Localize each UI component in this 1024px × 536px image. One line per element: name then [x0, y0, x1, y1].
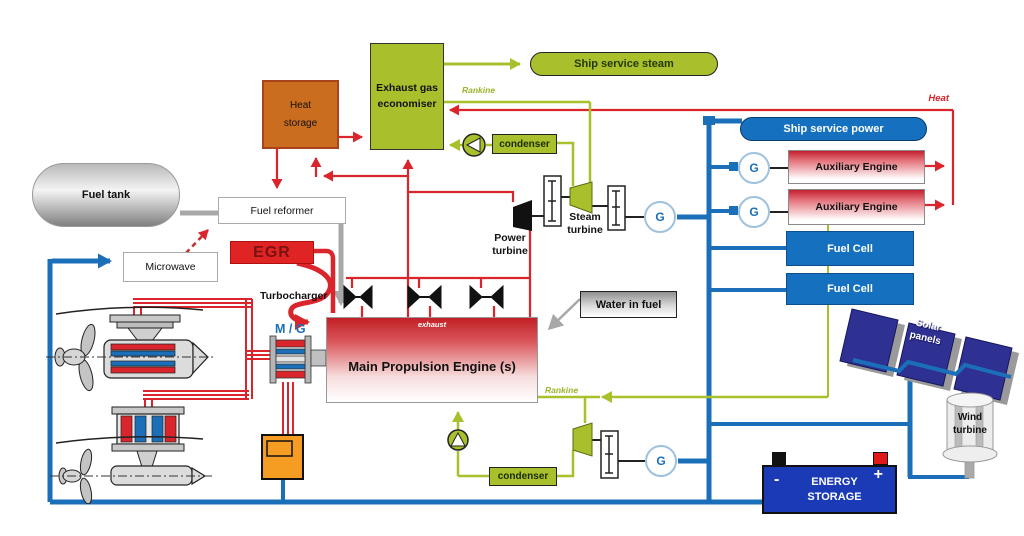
wind-turbine-icon [942, 392, 998, 479]
rankine-flow-label-bottom: Rankine [545, 385, 579, 395]
microwave: Microwave [123, 252, 218, 282]
auxiliary-engine-1: Auxiliary Engine [788, 150, 925, 184]
pump-icon-bottom [447, 429, 469, 451]
egr-unit: EGR [230, 241, 314, 264]
rankine-flow-label-top: Rankine [462, 85, 496, 95]
converter-icon [261, 434, 304, 480]
generator-aux-2: G [738, 196, 770, 228]
generator-aux-1: G [738, 152, 770, 184]
engine-title: Main Propulsion Engine (s) [348, 358, 516, 374]
fuel-cell-2: Fuel Cell [786, 273, 914, 305]
turbocharger-icons [343, 284, 504, 310]
fuel-lines [180, 210, 581, 331]
propulsion-pod-top [46, 306, 214, 392]
battery-terminal-negative [772, 452, 786, 465]
power-turbine-label: Power turbine [492, 232, 528, 257]
fuel-cell-1: Fuel Cell [786, 231, 914, 266]
bus-junction-caps [703, 116, 738, 215]
shaft-lines [532, 167, 788, 462]
wind-turbine-label: Wind turbine [953, 412, 987, 436]
motor-generator-label: M / G [275, 322, 306, 336]
steam-turbine-icon [569, 181, 593, 214]
propulsion-pod-bottom [50, 406, 214, 505]
battery-plus-sign: + [873, 466, 883, 483]
water-in-fuel: Water in fuel [580, 291, 677, 318]
pump-icon-top [462, 133, 486, 157]
generator-main: G [644, 201, 676, 233]
main-propulsion-engine: exhaust Main Propulsion Engine (s) [326, 317, 538, 403]
egr-pipes [288, 248, 336, 330]
fuel-reformer: Fuel reformer [218, 197, 346, 224]
solar-panels-icon [839, 308, 1019, 405]
turbocharger-label: Turbocharger [260, 290, 328, 302]
motor-generator-icon [269, 335, 327, 384]
ship-service-steam: Ship service steam [530, 52, 718, 76]
fuel-tank: Fuel tank [32, 163, 180, 227]
steam-turbine-label: Steam turbine [567, 211, 603, 236]
exhaust-gas-economiser: Exhaust gas economiser [370, 43, 444, 150]
generator-rankine: G [645, 445, 677, 477]
condenser-bottom: condenser [489, 467, 557, 486]
ship-service-power: Ship service power [740, 117, 927, 141]
gearbox-icons [543, 175, 626, 479]
heat-flow-label: Heat [928, 93, 949, 104]
battery-terminal-positive [873, 452, 888, 465]
blue-power-bus [47, 118, 969, 505]
battery-minus-sign: - [774, 471, 780, 488]
rankine-turbine-icon [572, 422, 593, 457]
auxiliary-engine-2: Auxiliary Engine [788, 189, 925, 225]
power-turbine-icon [513, 200, 532, 231]
heat-storage: Heat storage [262, 80, 339, 149]
microwave-dashed-arrow [185, 229, 209, 254]
exhaust-label: exhaust [417, 320, 447, 329]
energy-storage: - ENERGY STORAGE + [762, 465, 897, 514]
condenser-top: condenser [492, 134, 557, 154]
